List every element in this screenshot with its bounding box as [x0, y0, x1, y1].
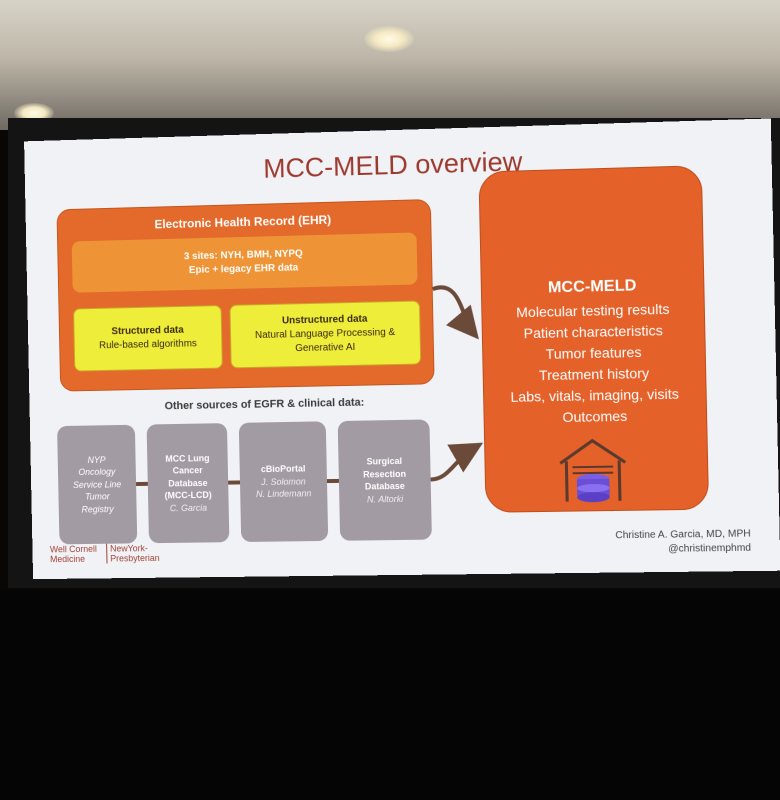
meld-list: Molecular testing results Patient charac…	[482, 298, 706, 430]
ceiling-light	[364, 26, 414, 52]
mcc-meld-box: MCC-MELD Molecular testing results Patie…	[478, 165, 710, 513]
meld-item: Labs, vitals, imaging, visits	[510, 385, 680, 405]
arrow-ehr-to-meld	[433, 287, 474, 335]
author-credit: Christine A. Garcia, MD, MPH @christinem…	[615, 527, 751, 557]
warehouse-database-icon	[556, 436, 631, 504]
ceiling	[0, 0, 780, 130]
meld-title: MCC-MELD	[547, 277, 637, 297]
arrow-sources-to-meld	[430, 447, 477, 480]
meld-item: Outcomes	[562, 407, 628, 426]
newyork-presbyterian-logo: NewYork- Presbyterian	[110, 543, 160, 564]
author-handle: @christinemphmd	[668, 542, 752, 555]
projected-slide: MCC-MELD overview Electronic Health Reco…	[24, 118, 780, 579]
weill-cornell-logo: Well Cornell Medicine	[49, 543, 97, 565]
audience-dark-area	[0, 590, 780, 800]
